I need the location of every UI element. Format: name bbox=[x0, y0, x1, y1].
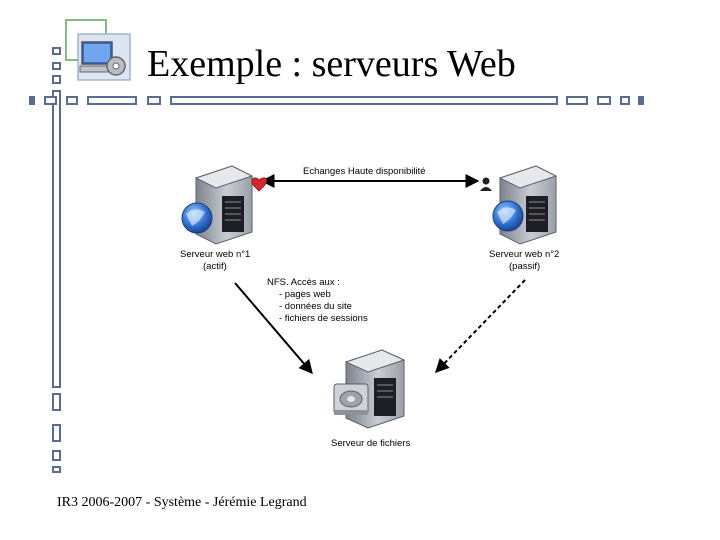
decor-block bbox=[29, 96, 35, 105]
decor-block bbox=[566, 96, 588, 105]
decor-block bbox=[52, 450, 61, 461]
decor-block bbox=[52, 424, 61, 442]
decor-block bbox=[620, 96, 630, 105]
nfs-item: - fichiers de sessions bbox=[279, 313, 368, 324]
server1-state: (actif) bbox=[203, 261, 227, 272]
decor-block bbox=[52, 47, 61, 55]
nfs-title: NFS. Accès aux : bbox=[267, 277, 340, 288]
decor-block bbox=[87, 96, 137, 105]
decor-block bbox=[52, 393, 61, 411]
file-server-icon bbox=[333, 349, 406, 429]
web-server-icon bbox=[492, 165, 558, 245]
decor-block bbox=[66, 96, 78, 105]
decor-horizontal-bar bbox=[170, 96, 558, 105]
slide-footer: IR3 2006-2007 - Système - Jérémie Legran… bbox=[57, 495, 307, 510]
ha-link-label: Echanges Haute disponibilité bbox=[303, 166, 426, 177]
server2-state: (passif) bbox=[509, 261, 541, 272]
decor-block bbox=[597, 96, 611, 105]
decor-block bbox=[44, 96, 57, 105]
nfs-item: - pages web bbox=[279, 289, 331, 300]
nfs-arrow-passive bbox=[435, 279, 526, 374]
decor-block bbox=[52, 75, 61, 84]
nfs-item: - données du site bbox=[279, 301, 352, 312]
decor-block bbox=[52, 62, 61, 70]
server1-name: Serveur web n°1 bbox=[180, 249, 251, 260]
web-server-icon bbox=[181, 165, 254, 245]
server2-name: Serveur web n°2 bbox=[489, 249, 560, 260]
slide-title: Exemple : serveurs Web bbox=[147, 43, 516, 85]
heart-icon bbox=[251, 177, 268, 192]
decor-block bbox=[52, 466, 61, 473]
fileserver-name: Serveur de fichiers bbox=[331, 438, 411, 449]
decor-block bbox=[638, 96, 644, 105]
decor-block bbox=[147, 96, 161, 105]
user-icon bbox=[480, 177, 492, 191]
decor-vertical-bar bbox=[52, 90, 61, 388]
